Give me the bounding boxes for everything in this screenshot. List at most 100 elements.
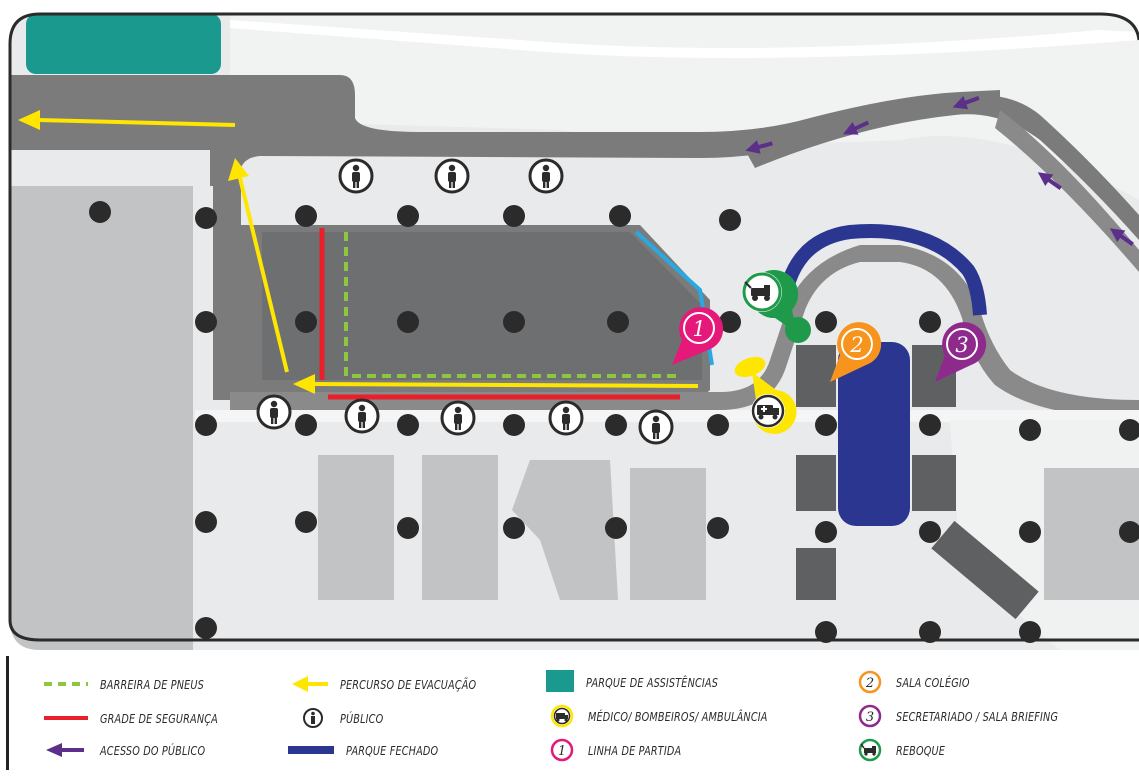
legend-item-publico: PÚBLICO [302,706,390,730]
person-icon [434,158,470,194]
purple-arrow-icon [842,120,870,135]
red-line-icon [44,716,88,720]
tow-truck-legend-icon [858,738,882,762]
legend-label-fechado: PARQUE FECHADO [346,742,439,758]
map-dot [195,414,217,436]
map-dot [919,621,941,643]
tow-truck-icon [744,281,770,301]
legend-item-fechado: PARQUE FECHADO [288,738,453,762]
map-dot [605,414,627,436]
person-icon [303,708,323,728]
building-c [512,460,618,600]
yellow-arrow-icon [292,676,328,692]
access-road-1 [745,94,1139,240]
map-dot [295,511,317,533]
legend-partida-number: 1 [558,744,566,759]
paddock-inner [262,232,702,380]
legend-item-secretariado: 3 SECRETARIADO / SALA BRIEFING [858,704,1085,728]
person-icon [338,158,374,194]
left-building [10,186,193,650]
teal-square-icon [546,670,574,692]
map-dot [919,521,941,543]
public-access-arrows [745,95,1134,246]
map-dot [503,414,525,436]
map-dot [503,517,525,539]
legend-item-barreira: BARREIRA DE PNEUS [42,672,221,696]
purple-arrow-icon [1037,172,1062,190]
map-dot [605,517,627,539]
legend-item-grade: GRADE DE SEGURANÇA [42,706,237,730]
legend-label-evacuacao: PERCURSO DE EVACUAÇÃO [340,676,477,692]
navy-bar-icon [288,746,334,754]
map-dot [295,311,317,333]
dot-grid [89,201,1139,643]
map-dot [815,621,837,643]
pin-linha-partida: 1 [672,307,724,365]
legend-label-colegio: SALA COLÉGIO [896,674,970,690]
purple-arrow-icon [745,140,773,154]
legend-label-secretariado: SECRETARIADO / SALA BRIEFING [896,708,1059,724]
dark-block-5 [796,548,836,600]
legend-label-barreira: BARREIRA DE PNEUS [100,676,205,692]
person-icon [548,400,584,436]
dark-block-3 [796,455,836,511]
access-road-2 [995,110,1139,272]
legend-label-grade: GRADE DE SEGURANÇA [100,710,218,726]
person-icon [638,409,674,445]
map-dot [719,209,741,231]
pin-medico [751,372,797,434]
legend-label-assistencias: PARQUE DE ASSISTÊNCIAS [586,674,719,690]
map-dot [397,311,419,333]
map-dot [607,311,629,333]
legend-item-reboque: REBOQUE [858,738,953,762]
legend-label-publico: PÚBLICO [340,710,384,726]
map-dot [503,205,525,227]
left-road [213,160,241,400]
map-dot [919,414,941,436]
map-dot [195,207,217,229]
legend-item-evacuacao: PERCURSO DE EVACUAÇÃO [290,672,499,696]
purple-arrow-icon [1109,228,1134,246]
map-dot [815,311,837,333]
map-dot [707,414,729,436]
person-icon [256,394,292,430]
map-dot [1119,521,1139,543]
purple-arrow-icon [46,743,84,757]
legend-divider [6,656,9,770]
map-dot [397,205,419,227]
dark-block-6 [931,520,1039,620]
map-dot [397,517,419,539]
barreira-pneus [344,232,676,378]
ambulance-legend-icon [550,704,574,728]
legend-label-partida: LINHA DE PARTIDA [588,742,682,758]
venue-map: 1 2 3 [8,12,1139,650]
building-b [422,455,498,600]
legend-item-assistencias: PARQUE DE ASSISTÊNCIAS [546,670,740,694]
pin-sala-colegio: 2 [830,322,882,382]
pin-secretariado: 3 [935,322,987,382]
map-dot [707,517,729,539]
purple-arrow-icon [952,95,980,110]
public-icons [256,158,674,445]
number-circle-icon: 2 [858,670,882,694]
parque-fechado-arc [776,224,987,316]
number-circle-icon: 3 [858,704,882,728]
building-d [630,468,706,600]
legend-secretariado-number: 3 [866,710,874,725]
legend-label-reboque: REBOQUE [896,742,946,758]
map-dot [89,201,111,223]
parque-assistencias [26,14,221,74]
legend-colegio-number: 2 [865,676,874,691]
ambulance-icon [757,405,779,420]
start-road [230,245,1139,418]
map-dot [503,311,525,333]
pin-reboque [742,270,799,333]
person-icon [440,400,476,436]
map-dot [815,521,837,543]
dark-block-4 [912,455,956,511]
map-dot [295,414,317,436]
map-dot [1019,419,1041,441]
pin-partida-number: 1 [692,317,705,341]
parque-fechado [838,342,910,526]
person-icon [344,398,380,434]
